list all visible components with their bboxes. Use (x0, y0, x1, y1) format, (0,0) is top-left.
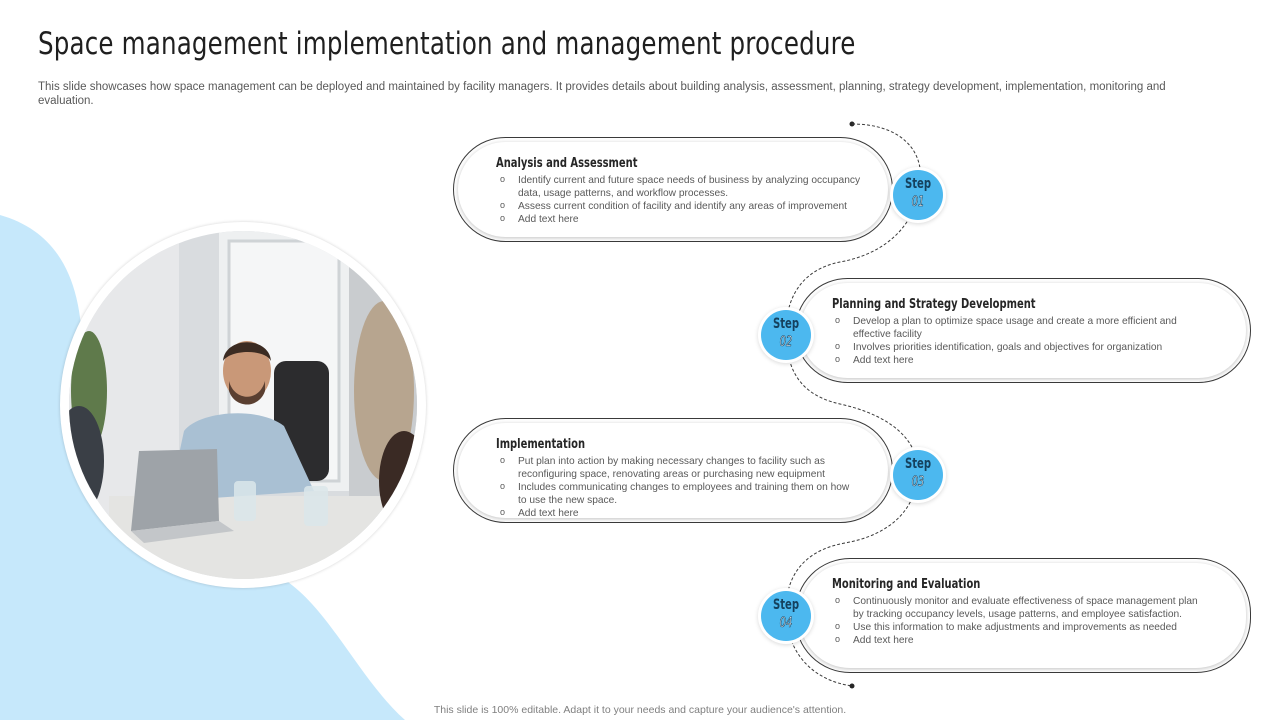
step-badge-label: Step (772, 316, 800, 332)
step-4-title: Monitoring and Evaluation (832, 577, 981, 592)
step-1-bullets: Identify current and future space needs … (496, 173, 871, 226)
step-4-bullets: Continuously monitor and evaluate effect… (831, 594, 1211, 647)
list-item: Involves priorities identification, goal… (831, 340, 1211, 354)
list-item: Use this information to make adjustments… (831, 620, 1211, 634)
slide-title: Space management implementation and mana… (38, 26, 856, 62)
step-badge-label: Step (904, 456, 932, 472)
list-item: Identify current and future space needs … (496, 173, 871, 200)
step-badge-4: Step 04 (761, 591, 811, 641)
step-2-title: Planning and Strategy Development (832, 297, 1036, 312)
step-badge-number: 04 (779, 615, 793, 632)
slide-subtitle: This slide showcases how space managemen… (38, 81, 1166, 107)
step-1-title: Analysis and Assessment (496, 156, 638, 171)
step-badge-number: 02 (779, 334, 793, 351)
step-badge-2: Step 02 (761, 310, 811, 360)
step-badge-1: Step 01 (893, 170, 943, 220)
step-badge-number: 03 (911, 474, 925, 491)
step-badge-label: Step (772, 597, 800, 613)
list-item: Add text here (496, 212, 871, 226)
step-3-title: Implementation (496, 437, 586, 452)
list-item: Continuously monitor and evaluate effect… (831, 594, 1211, 621)
step-badge-number: 01 (911, 194, 925, 211)
list-item: Add text here (831, 633, 1211, 647)
list-item: Includes communicating changes to employ… (496, 480, 856, 507)
list-item: Assess current condition of facility and… (496, 199, 871, 213)
list-item: Develop a plan to optimize space usage a… (831, 314, 1211, 341)
step-badge-label: Step (904, 176, 932, 192)
list-item: Add text here (496, 506, 856, 520)
step-badge-3: Step 03 (893, 450, 943, 500)
step-3-bullets: Put plan into action by making necessary… (496, 454, 856, 520)
list-item: Put plan into action by making necessary… (496, 454, 856, 481)
footer-note: This slide is 100% editable. Adapt it to… (433, 704, 847, 716)
step-2-bullets: Develop a plan to optimize space usage a… (831, 314, 1211, 367)
list-item: Add text here (831, 353, 1211, 367)
background-blob (0, 215, 405, 720)
